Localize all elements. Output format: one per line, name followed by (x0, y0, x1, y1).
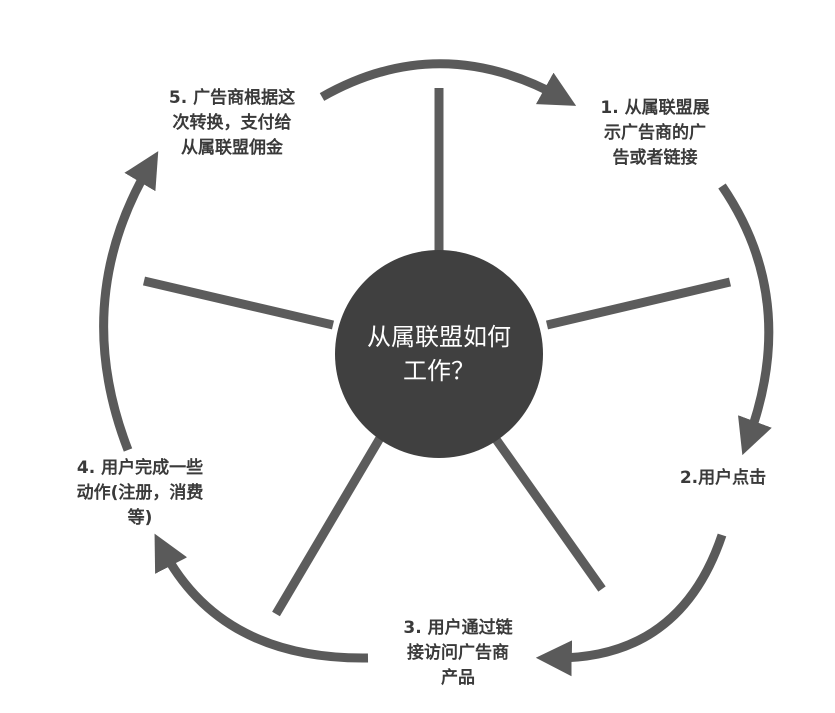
arrow-2-to-3 (535, 533, 727, 677)
arrow-3-to-4 (154, 533, 369, 663)
arrow-5-to-1 (319, 59, 577, 106)
center-title: 从属联盟如何 工作？ (367, 323, 511, 385)
spoke-bottom-left (272, 435, 384, 617)
step-1-label: 1. 从属联盟展 示广告商的广 告或者链接 (600, 98, 710, 168)
arrow-1-to-2 (718, 183, 774, 456)
center-hub (335, 250, 543, 458)
spoke-right (545, 277, 732, 330)
step-2-label: 2.用户点击 (679, 468, 767, 488)
spoke-bottom-right (489, 432, 606, 592)
step-3-label: 3. 用户通过链 接访问广告商 产品 (403, 618, 513, 688)
arrow-4-to-5 (99, 151, 159, 452)
spoke-left (142, 276, 335, 330)
step-5-label: 5. 广告商根据这 次转换，支付给 从属联盟佣金 (168, 88, 296, 158)
step-4-label: 4. 用户完成一些 动作(注册，消费 等) (76, 458, 204, 528)
